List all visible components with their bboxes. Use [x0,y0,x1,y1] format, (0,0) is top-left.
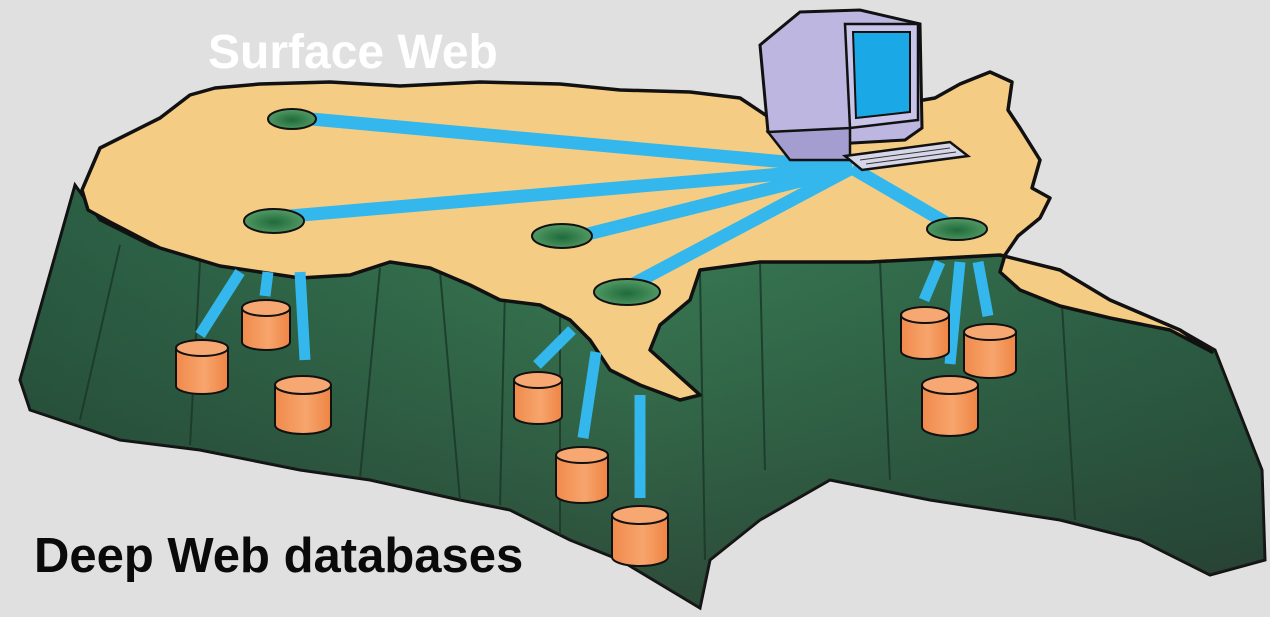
database-cylinder-icon [921,375,979,437]
database-cylinder-icon [241,299,291,351]
link-site-4 [618,162,856,296]
surface-site-icon [243,208,305,234]
link-site-1 [299,111,853,175]
surface-site-icon [267,108,317,130]
surface-links [289,111,959,296]
surface-sites [243,108,988,306]
database-cylinder-icon [963,323,1017,379]
deep-web-databases [175,299,1017,567]
surface-site-icon [531,223,593,249]
surface-site-icon [593,278,661,306]
link-site-5 [848,162,959,234]
surface-web-label: Surface Web [208,26,498,79]
database-cylinder-icon [900,306,950,360]
deep-web-label: Deep Web databases [34,529,523,583]
database-cylinder-icon [611,505,669,567]
desktop-computer-icon [758,8,972,172]
surface-site-icon [926,217,988,241]
database-cylinder-icon [513,371,563,425]
link-site-3 [578,161,854,243]
database-cylinder-icon [555,446,609,504]
database-cylinder-icon [274,375,332,435]
deep-links [195,259,994,498]
link-site-2 [289,161,853,223]
database-cylinder-icon [175,339,229,395]
